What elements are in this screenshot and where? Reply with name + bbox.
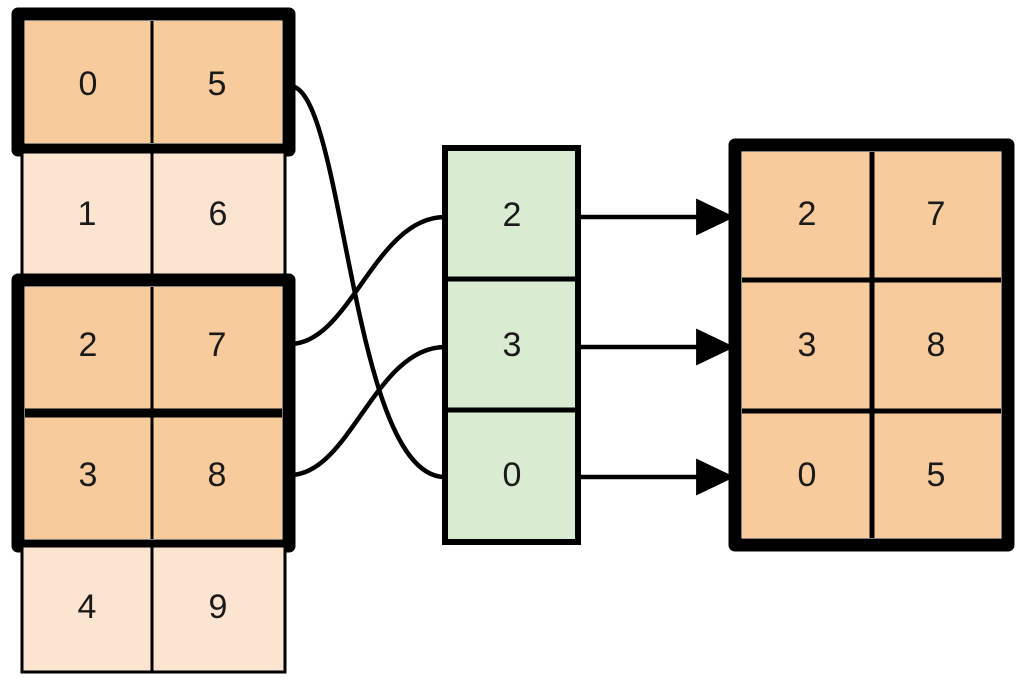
index-array: 2 3 0 <box>442 145 581 545</box>
result-cell-1-1[interactable] <box>872 280 1001 411</box>
source-cell-3-0[interactable] <box>25 417 152 539</box>
source-cell-4-1[interactable] <box>152 546 285 672</box>
result-cell-0-1[interactable] <box>872 152 1001 280</box>
source-row-3[interactable]: 3 8 <box>25 417 282 539</box>
output-arrows <box>578 198 735 496</box>
result-cell-0-0[interactable] <box>742 152 872 280</box>
source-cell-1-1[interactable] <box>152 152 285 280</box>
source-cell-2-0[interactable] <box>25 287 152 409</box>
gather-links <box>289 83 446 480</box>
result-array: 2 7 3 8 0 5 <box>728 138 1015 552</box>
source-row-0[interactable]: 0 5 <box>11 7 296 157</box>
result-cell-2-0[interactable] <box>742 411 872 538</box>
source-cell-2-1[interactable] <box>152 287 282 409</box>
index-cell-1[interactable] <box>445 279 578 410</box>
gather-link-row0-to-index2 <box>289 83 446 480</box>
result-cell-2-1[interactable] <box>872 411 1001 538</box>
result-array-outline <box>728 138 1015 552</box>
index-cell-2[interactable] <box>445 410 578 542</box>
gather-link-row2-to-index0 <box>289 214 446 347</box>
source-row-0-outline <box>11 7 296 157</box>
source-cell-1-0[interactable] <box>22 152 152 280</box>
source-row-1[interactable]: 1 6 <box>20 150 287 282</box>
gather-link-row3-to-index1 <box>289 344 446 478</box>
result-cell-1-0[interactable] <box>742 280 872 411</box>
source-cell-0-1[interactable] <box>152 21 282 143</box>
source-array: 0 5 1 6 2 7 3 <box>11 7 296 674</box>
source-row-4[interactable]: 4 9 <box>20 544 287 674</box>
source-cell-0-0[interactable] <box>25 21 152 143</box>
source-cell-3-1[interactable] <box>152 417 282 539</box>
source-cell-4-0[interactable] <box>22 546 152 672</box>
index-cell-0[interactable] <box>445 148 578 279</box>
